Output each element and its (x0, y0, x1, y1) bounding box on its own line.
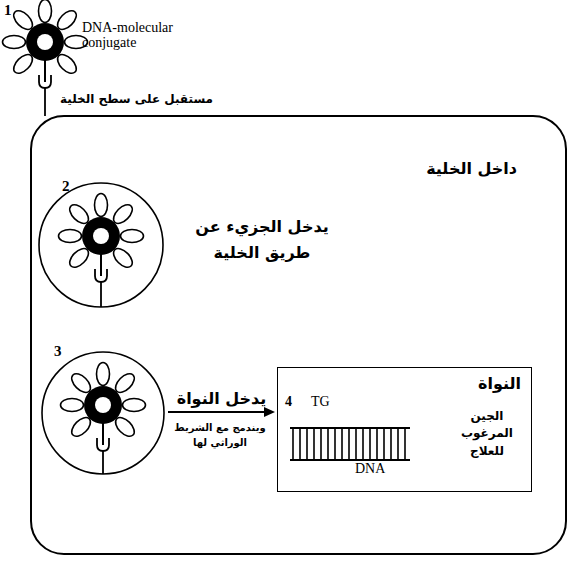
region-label: داخل الخلية (426, 159, 517, 178)
nucleus-label: النواة (478, 374, 521, 393)
molecule-2 (39, 183, 163, 307)
receptor-label: مستقبل على سطح الخلية (60, 92, 213, 106)
vesicle-shape (40, 347, 166, 477)
callout-number: 4 (285, 394, 292, 410)
step-label: يدخل الجزيء عن طريق الخلية (192, 214, 332, 265)
sequence-label: TG (311, 394, 330, 410)
callout-number: 1 (4, 2, 12, 19)
cell-outline: داخل الخلية 3 النواة الجين المرغوب للعلاج (30, 115, 567, 555)
edge-label: يدخل النواة (177, 389, 267, 408)
arrow-head (264, 407, 275, 417)
vesicle-node: 3 (40, 347, 166, 477)
callout-number: 3 (54, 343, 62, 360)
dna-label: DNA (355, 461, 385, 477)
step-note: ويندمج مع الشريط الوراثي لها (168, 420, 272, 450)
gene-label: الجين المرغوب للعلاج (451, 408, 523, 460)
callout-number: 2 (62, 178, 70, 195)
nucleus-box: النواة الجين المرغوب للعلاج (277, 367, 532, 492)
flow-arrow (168, 411, 266, 413)
molecule-label: DNA-molecular conjugate (82, 20, 194, 51)
